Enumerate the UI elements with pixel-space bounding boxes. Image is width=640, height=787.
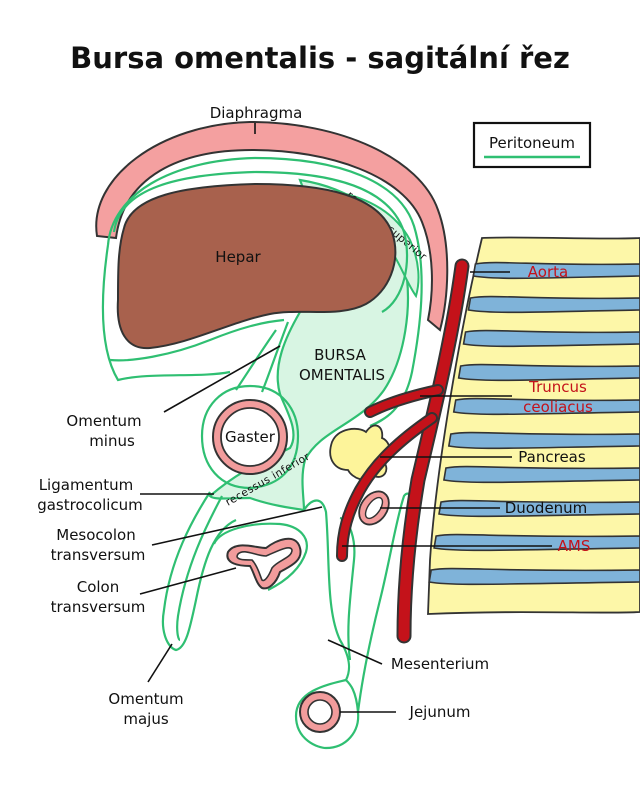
omentum-majus-label-line1: Omentum xyxy=(108,690,183,708)
pancreas-label: Pancreas xyxy=(518,448,586,466)
peritoneum-liver-inferior xyxy=(109,318,285,362)
leader-mesenterium xyxy=(327,639,383,665)
diaphragma-label: Diaphragma xyxy=(210,104,303,122)
omentum-minus-fold-2 xyxy=(260,321,290,393)
omentum-minus-label-line1: Omentum xyxy=(66,412,141,430)
hepar xyxy=(116,182,397,350)
vertebral-column xyxy=(427,236,640,615)
intervertebral-disc xyxy=(472,261,640,280)
colon-label-line1: Colon xyxy=(77,578,120,596)
leader-omentum-majus xyxy=(147,643,173,683)
peritoneum-liver-visceral xyxy=(112,170,409,313)
ligamentum-label-line1: Ligamentum xyxy=(39,476,134,494)
bursa-label-line1: BURSA xyxy=(314,346,366,364)
hepar-label: Hepar xyxy=(215,248,261,266)
leader-lines xyxy=(139,123,552,713)
pancreas xyxy=(329,424,391,481)
colon-label-line2: transversum xyxy=(51,598,146,616)
gaster-label: Gaster xyxy=(225,428,276,446)
jejunum-peritoneum xyxy=(294,678,360,750)
omentum-majus-label-line2: majus xyxy=(123,710,168,728)
legend: Peritoneum xyxy=(472,121,592,169)
jejunum-lumen xyxy=(307,699,333,725)
intervertebral-discs xyxy=(428,261,640,586)
aorta-label: Aorta xyxy=(528,263,568,281)
aorta xyxy=(398,260,468,642)
truncus-label-line1: Truncus xyxy=(528,378,587,396)
omentum-majus-outer xyxy=(161,491,237,652)
omentum-minus-label-line2: minus xyxy=(89,432,135,450)
intervertebral-disc xyxy=(428,567,640,586)
intervertebral-disc xyxy=(457,363,640,382)
intervertebral-disc xyxy=(443,465,640,484)
legend-label: Peritoneum xyxy=(489,134,575,152)
jejunum-label: Jejunum xyxy=(409,703,471,721)
intervertebral-disc xyxy=(447,431,640,450)
intervertebral-disc xyxy=(462,329,640,348)
leader-mesocolon xyxy=(151,506,323,546)
mesenterium-left xyxy=(303,499,351,681)
mesocolon-label-line2: transversum xyxy=(51,546,146,564)
gaster-lumen xyxy=(220,407,280,467)
truncus-coeliacus xyxy=(366,386,442,416)
colon-transversum-lumen xyxy=(236,547,293,582)
mesenterium-label: Mesenterium xyxy=(391,655,489,673)
bursa-label-line2: OMENTALIS xyxy=(299,366,385,384)
intervertebral-disc xyxy=(433,533,640,552)
peritoneum-liver-anterior xyxy=(101,244,231,382)
legend-box xyxy=(472,121,592,169)
intervertebral-disc xyxy=(452,397,640,416)
ams-label: AMS xyxy=(558,537,591,555)
intervertebral-disc xyxy=(438,499,640,518)
ams-artery xyxy=(338,414,436,560)
peritoneum-parietal xyxy=(106,156,423,428)
diagram-title: Bursa omentalis - sagitální řez xyxy=(70,41,570,75)
truncus-label-line2: ceoliacus xyxy=(523,398,593,416)
leader-omentum-minus xyxy=(163,345,281,413)
diaphragm xyxy=(95,120,449,332)
duodenum-lumen xyxy=(364,496,384,520)
duodenum-label: Duodenum xyxy=(505,499,588,517)
mesocolon-transversum xyxy=(212,522,308,591)
ligamentum-label-line2: gastrocolicum xyxy=(37,496,143,514)
gaster-peritoneum xyxy=(200,384,300,490)
mesocolon-label-line1: Mesocolon xyxy=(56,526,135,544)
intervertebral-disc xyxy=(467,295,640,314)
omentum-majus-inner xyxy=(176,495,223,642)
leader-colon xyxy=(139,567,237,595)
